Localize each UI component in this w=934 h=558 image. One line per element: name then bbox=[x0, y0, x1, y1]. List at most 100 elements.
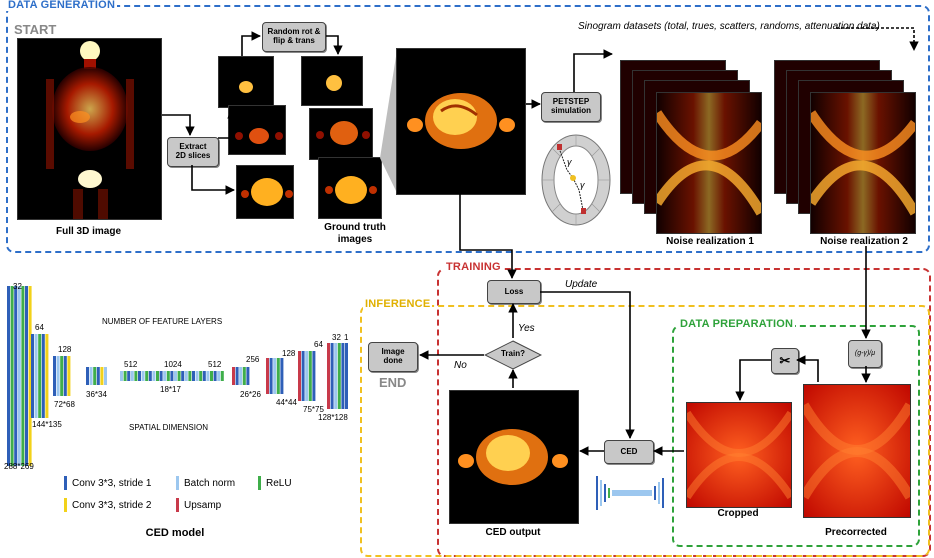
ced-layer-conv2 bbox=[45, 334, 49, 418]
legend-relu: ReLU bbox=[258, 476, 292, 490]
random-rot-flip-trans-box: Random rot &flip & trans bbox=[262, 22, 326, 52]
ced-layer-relu bbox=[10, 286, 14, 466]
petstep-line-2: simulation bbox=[550, 106, 591, 115]
feature-count-label: 128 bbox=[282, 349, 296, 358]
sinogram-noise-1 bbox=[656, 92, 762, 234]
ced-layer-relu bbox=[123, 371, 127, 381]
loss-box: Loss bbox=[487, 280, 541, 304]
ced-network-mini-icon bbox=[596, 476, 664, 510]
feature-count-label: 512 bbox=[124, 360, 138, 369]
ced-layer-relu bbox=[242, 367, 246, 385]
feature-count-label: 128 bbox=[58, 345, 72, 354]
ced-layer-relu bbox=[308, 351, 312, 401]
ced-layer-conv1 bbox=[246, 367, 250, 385]
ced-layer-conv1 bbox=[202, 371, 206, 381]
ced-output-label: CED output bbox=[485, 527, 541, 538]
gamma-label-2: γ bbox=[580, 180, 585, 190]
ced-layer-conv1 bbox=[312, 351, 316, 401]
data-preparation-title: DATA PREPARATION bbox=[678, 318, 796, 330]
ced-layer-conv1 bbox=[330, 343, 334, 409]
ced-layer-relu bbox=[145, 371, 149, 381]
spatial-dim-label: 128*128 bbox=[318, 413, 348, 422]
image-done-line-2: done bbox=[383, 356, 403, 365]
ced-layer-bn bbox=[174, 371, 177, 381]
legend-conv-stride-2: Conv 3*3, stride 2 bbox=[64, 498, 152, 512]
legend-swatch-up bbox=[176, 498, 179, 512]
ced-layer-relu bbox=[156, 371, 159, 381]
ced-layer-bn bbox=[195, 371, 199, 381]
spatial-dim-label: 18*17 bbox=[160, 385, 181, 394]
ced-layer-up bbox=[266, 358, 269, 394]
slice-thumb-5 bbox=[309, 108, 373, 160]
ced-layer-conv1 bbox=[235, 367, 239, 385]
ced-layer-up bbox=[327, 343, 330, 409]
full-3d-image bbox=[17, 38, 162, 220]
ced-layer-bn bbox=[120, 371, 123, 381]
legend-swatch-conv1 bbox=[64, 476, 67, 490]
random-line-1: Random rot & bbox=[267, 27, 321, 37]
ced-box: CED bbox=[604, 440, 654, 464]
ced-layer-bn bbox=[34, 334, 38, 418]
precorrected-label: Precorrected bbox=[825, 527, 887, 538]
ced-layer-bn bbox=[89, 367, 93, 385]
feature-count-label: 512 bbox=[208, 360, 222, 369]
ced-layer-bn bbox=[130, 371, 134, 381]
spatial-dim-label: 26*26 bbox=[240, 390, 261, 399]
ced-layer-relu bbox=[21, 286, 25, 466]
spatial-dim-label: 44*44 bbox=[276, 398, 297, 407]
ced-layer-conv1 bbox=[127, 371, 131, 381]
ced-layer-conv1 bbox=[181, 371, 185, 381]
feature-count-label: 256 bbox=[246, 355, 260, 364]
ced-layer-conv1 bbox=[301, 351, 305, 401]
ced-layer-conv1 bbox=[25, 286, 28, 466]
spatial-dim-label: 144*135 bbox=[32, 420, 62, 429]
feature-count-label: 1 bbox=[344, 333, 349, 342]
noise-realization-1-label: Noise realization 1 bbox=[666, 236, 754, 247]
ground-truth-line-2: images bbox=[337, 233, 373, 245]
ced-layer-conv1 bbox=[14, 286, 18, 466]
inference-title: INFERENCE bbox=[363, 298, 433, 310]
noise-realization-2-label: Noise realization 2 bbox=[820, 236, 908, 247]
ced-output-image bbox=[449, 390, 579, 524]
cropped-image bbox=[686, 402, 792, 508]
ced-layer-bn bbox=[184, 371, 188, 381]
legend-text-relu: ReLU bbox=[266, 477, 292, 489]
slice-thumb-2 bbox=[228, 105, 286, 155]
precorrection-formula-box: (g-γ)/μ bbox=[848, 340, 882, 368]
yes-label: Yes bbox=[518, 323, 535, 334]
slice-thumb-3 bbox=[236, 165, 294, 219]
slice-thumb-6 bbox=[318, 157, 382, 219]
feature-count-label: 64 bbox=[35, 323, 44, 332]
ced-layer-bn bbox=[152, 371, 156, 381]
ced-layer-relu bbox=[93, 367, 97, 385]
slice-thumb-4 bbox=[301, 56, 363, 106]
spatial-dimension-title: SPATIAL DIMENSION bbox=[129, 423, 208, 432]
training-title: TRAINING bbox=[444, 261, 503, 273]
legend-conv-stride-1: Conv 3*3, stride 1 bbox=[64, 476, 152, 490]
ced-layer-bn bbox=[305, 351, 309, 401]
ced-layer-bn bbox=[334, 343, 338, 409]
ced-layer-conv1 bbox=[53, 356, 56, 396]
inference-frame bbox=[360, 305, 930, 557]
ced-layer-relu bbox=[199, 371, 203, 381]
start-label: START bbox=[14, 22, 57, 37]
cropped-label: Cropped bbox=[717, 508, 759, 519]
legend-batch-norm: Batch norm bbox=[176, 476, 235, 490]
petstep-line-1: PETSTEP bbox=[552, 97, 590, 107]
ced-layer-bn bbox=[104, 367, 107, 385]
ced-layer-conv1 bbox=[41, 334, 45, 418]
ced-layer-relu bbox=[276, 358, 280, 394]
ground-truth-line-1: Ground truth bbox=[324, 222, 386, 233]
ced-layer-conv1 bbox=[159, 371, 163, 381]
extract-line-2: 2D slices bbox=[175, 151, 211, 160]
feature-count-label: 64 bbox=[314, 340, 323, 349]
pet-scanner-ring-icon bbox=[541, 134, 611, 226]
update-label: Update bbox=[565, 279, 598, 290]
ced-layer-conv1 bbox=[148, 371, 152, 381]
ced-label: CED bbox=[620, 446, 638, 456]
sinogram-noise-2 bbox=[810, 92, 916, 234]
full-3d-image-label: Full 3D image bbox=[55, 226, 121, 237]
